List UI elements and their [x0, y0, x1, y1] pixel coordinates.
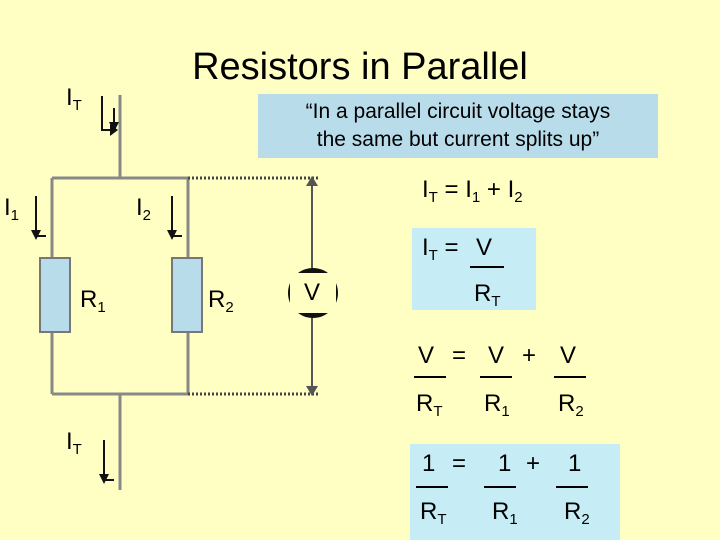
eq4-bar-2	[484, 486, 516, 488]
quote-line-2: the same but current splits up”	[316, 128, 600, 151]
equation-ohms-numerator: V	[476, 234, 493, 261]
label-i2: I2	[136, 194, 152, 224]
eq4-denominator-1: RT	[420, 498, 447, 528]
eq4-bar-3	[556, 486, 588, 488]
label-voltmeter: V	[304, 279, 321, 306]
equation-voltage-sum: V = V + V RT R1 R2	[414, 340, 610, 424]
eq3-plus: +	[522, 342, 537, 369]
equation-reciprocal-box: 1 = 1 + 1 RT R1 R2	[410, 444, 620, 540]
arrow-it-top	[101, 96, 110, 131]
eq3-denominator-1: RT	[416, 390, 443, 420]
eq4-denominator-3: R2	[564, 498, 590, 528]
equation-ohms-law-box: IT = V RT	[412, 228, 536, 310]
label-it-bottom: IT	[66, 428, 82, 458]
eq3-bar-2	[480, 376, 512, 378]
page-title: Resistors in Parallel	[192, 46, 528, 88]
label-r2: R2	[208, 286, 234, 316]
quote-box: “In a parallel circuit voltage stays the…	[258, 94, 658, 158]
label-r1: R1	[80, 286, 106, 316]
label-i1: I1	[4, 194, 20, 224]
label-it-top: IT	[66, 84, 82, 114]
fraction-bar	[470, 266, 504, 268]
quote-line-1: “In a parallel circuit voltage stays	[305, 100, 611, 123]
eq3-denominator-2: R1	[484, 390, 510, 420]
eq4-equals: =	[452, 450, 467, 477]
eq4-plus: +	[526, 450, 541, 477]
eq3-numerator-1: V	[418, 342, 435, 369]
resistor-r2	[171, 257, 203, 333]
eq3-bar-1	[414, 376, 446, 378]
arrow-voltmeter-top	[306, 176, 318, 186]
eq3-numerator-3: V	[560, 342, 577, 369]
equation-current-sum: IT = I1 + I2	[422, 176, 523, 206]
equation-ohms-lhs: IT =	[422, 234, 459, 264]
eq4-numerator-2: 1	[498, 450, 512, 477]
eq4-numerator-3: 1	[568, 450, 582, 477]
eq4-denominator-2: R1	[492, 498, 518, 528]
eq4-bar-1	[416, 486, 448, 488]
eq4-numerator-1: 1	[422, 450, 436, 477]
resistor-r1	[39, 257, 71, 333]
eq3-numerator-2: V	[488, 342, 505, 369]
eq3-bar-3	[554, 376, 586, 378]
arrow-voltmeter-bottom	[306, 386, 318, 396]
eq3-denominator-3: R2	[558, 390, 584, 420]
equation-ohms-denominator: RT	[474, 280, 501, 310]
eq3-equals: =	[452, 342, 467, 369]
